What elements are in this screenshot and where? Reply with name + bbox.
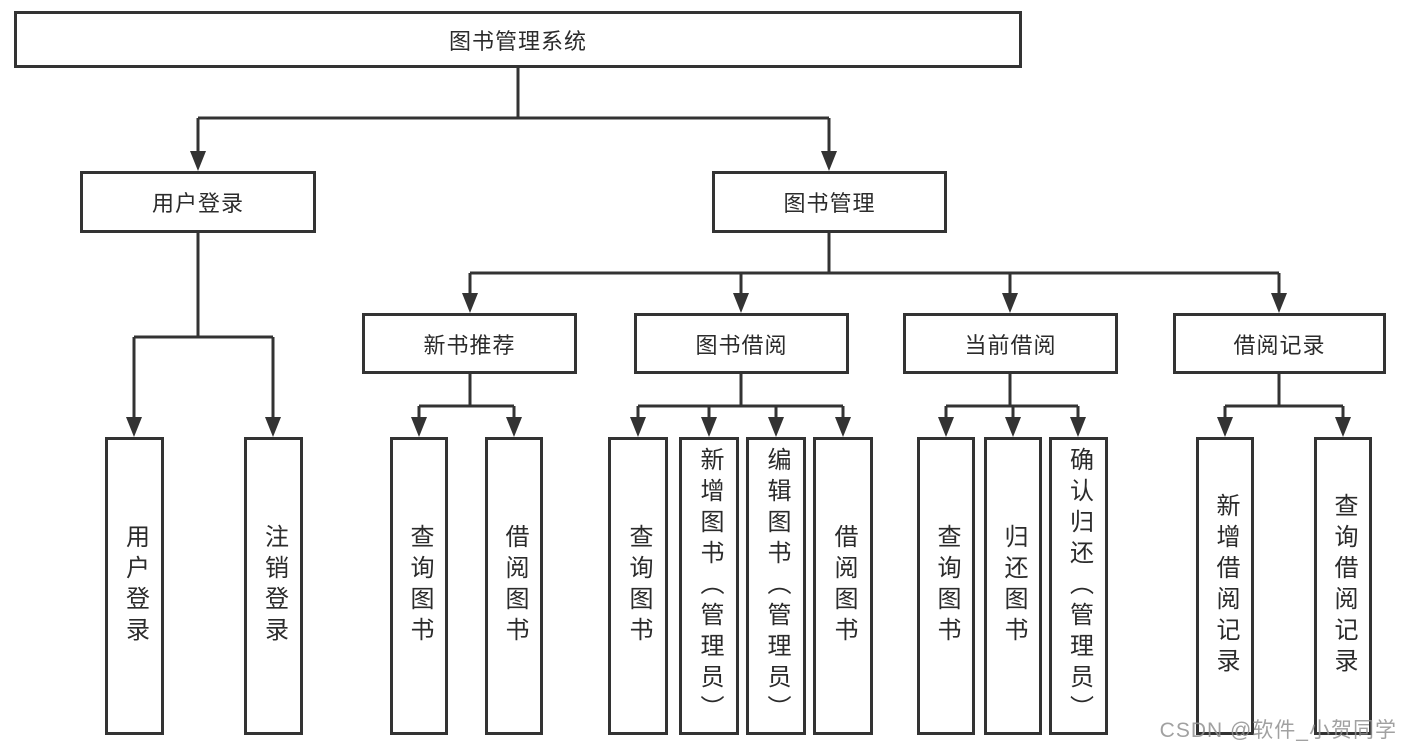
leaf-label: 查询图书 bbox=[625, 524, 652, 648]
node-label: 当前借阅 bbox=[964, 332, 1057, 358]
leaf-label: 查询图书 bbox=[933, 524, 960, 648]
leaf-label: 确认归还（管理员） bbox=[1065, 446, 1093, 726]
leaf-return-book: 归还图书 bbox=[984, 437, 1042, 735]
node-book-management: 图书管理 bbox=[712, 171, 947, 233]
leaf-label: 借阅图书 bbox=[830, 524, 857, 648]
node-book-borrow: 图书借阅 bbox=[634, 313, 849, 374]
node-label: 图书管理系统 bbox=[448, 28, 587, 54]
leaf-label: 新增图书（管理员） bbox=[696, 446, 723, 726]
node-library-management-system: 图书管理系统 bbox=[14, 11, 1022, 68]
leaf-label: 查询借阅记录 bbox=[1330, 493, 1357, 679]
leaf-add-book-admin: 新增图书（管理员） bbox=[679, 437, 739, 735]
leaf-add-borrow-record: 新增借阅记录 bbox=[1196, 437, 1254, 735]
node-label: 用户登录 bbox=[151, 191, 244, 216]
leaf-query-book-recommend: 查询图书 bbox=[390, 437, 448, 735]
leaf-label: 借阅图书 bbox=[501, 524, 528, 648]
node-label: 新书推荐 bbox=[423, 332, 516, 358]
leaf-query-book-borrow: 查询图书 bbox=[608, 437, 668, 735]
node-borrow-record: 借阅记录 bbox=[1173, 313, 1386, 374]
leaf-logout-login: 注销登录 bbox=[244, 437, 303, 735]
leaf-label: 新增借阅记录 bbox=[1212, 493, 1239, 679]
leaf-confirm-return-admin: 确认归还（管理员） bbox=[1049, 437, 1108, 735]
node-label: 图书借阅 bbox=[695, 332, 788, 358]
node-new-book-recommend: 新书推荐 bbox=[362, 313, 577, 374]
leaf-query-book-current: 查询图书 bbox=[917, 437, 975, 735]
node-label: 借阅记录 bbox=[1233, 332, 1326, 358]
node-current-borrow: 当前借阅 bbox=[903, 313, 1118, 374]
leaf-label: 归还图书 bbox=[1000, 524, 1027, 648]
leaf-user-login: 用户登录 bbox=[105, 437, 164, 735]
leaf-label: 用户登录 bbox=[121, 524, 149, 648]
leaf-query-borrow-record: 查询借阅记录 bbox=[1314, 437, 1372, 735]
leaf-borrow-book-recommend: 借阅图书 bbox=[485, 437, 543, 735]
leaf-label: 查询图书 bbox=[406, 524, 433, 648]
leaf-edit-book-admin: 编辑图书（管理员） bbox=[746, 437, 806, 735]
watermark: CSDN @软件_小贺同学 bbox=[1159, 719, 1397, 742]
node-label: 图书管理 bbox=[783, 191, 876, 216]
leaf-borrow-book: 借阅图书 bbox=[813, 437, 873, 735]
leaf-label: 编辑图书（管理员） bbox=[763, 446, 790, 726]
arrowheads bbox=[126, 151, 1351, 437]
node-user-login: 用户登录 bbox=[80, 171, 316, 233]
leaf-label: 注销登录 bbox=[260, 524, 288, 648]
